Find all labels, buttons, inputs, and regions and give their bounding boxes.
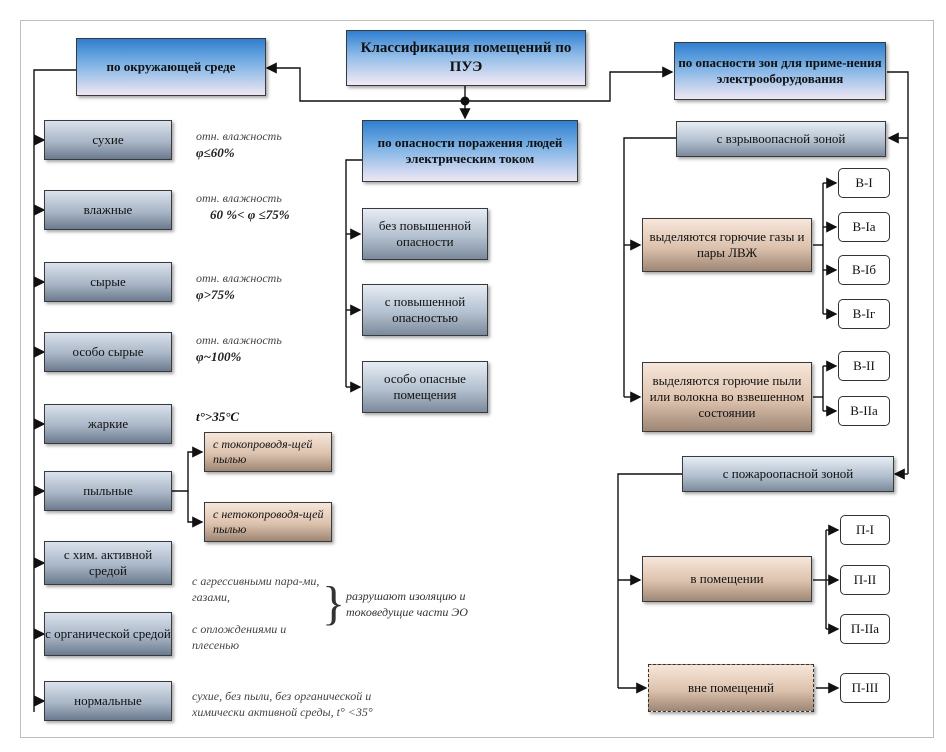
note-very-damp-line1: отн. влажность xyxy=(196,333,282,347)
note-very-damp-value: φ~100% xyxy=(196,349,242,365)
env-item-damp: сырые xyxy=(44,262,172,302)
note-damp-value: φ>75% xyxy=(196,287,235,303)
note-organic: с оплождениями и плесенью xyxy=(192,622,287,653)
note-very-damp: отн. влажность φ~100% xyxy=(196,332,282,366)
diagram-frame xyxy=(20,20,934,738)
explosive-header: с взрывоопасной зоной xyxy=(676,121,886,157)
note-damp: отн. влажность φ>75% xyxy=(196,270,282,304)
brace-symbol: } xyxy=(322,577,346,630)
env-item-very-damp: особо сырые xyxy=(44,332,172,372)
shock-header: по опасности поражения людей электрическ… xyxy=(362,120,578,182)
note-dry: отн. влажность φ≤60% xyxy=(196,128,282,162)
note-dry-value: φ≤60% xyxy=(196,145,235,161)
note-chemical: с агрессивными пара-ми, газами, xyxy=(192,574,320,605)
note-humid: отн. влажность 60 %< φ ≤75% xyxy=(196,190,290,224)
explosive-gas: выделяются горючие газы и пары ЛВЖ xyxy=(642,218,812,272)
code-v-1a: В-Iа xyxy=(838,212,890,242)
code-v-2: В-II xyxy=(838,351,890,381)
dust-nonconductive: с нетокопроводя-щей пылью xyxy=(204,502,332,542)
code-v-1: В-I xyxy=(838,168,890,198)
note-hot-value: t°>35°C xyxy=(196,409,240,424)
fire-indoor: в помещении xyxy=(642,556,812,602)
code-p-1: П-I xyxy=(840,515,890,545)
dust-conductive: с токопроводя-щей пылью xyxy=(204,432,332,472)
code-v-1b: В-Iб xyxy=(838,255,890,285)
code-p-2: П-II xyxy=(840,565,890,595)
env-item-hot: жаркие xyxy=(44,404,172,444)
env-item-chemical: с хим. активной средой xyxy=(44,541,172,585)
env-item-normal: нормальные xyxy=(44,681,172,721)
shock-item-increased: с повышенной опасностью xyxy=(362,284,488,336)
note-damp-line1: отн. влажность xyxy=(196,271,282,285)
note-normal: сухие, без пыли, без органической и хими… xyxy=(192,689,373,720)
code-v-1g: В-Iг xyxy=(838,299,890,329)
fire-outdoor: вне помещений xyxy=(648,664,814,712)
code-v-2a: В-IIа xyxy=(838,396,890,426)
shock-item-normal: без повышенной опасности xyxy=(362,208,488,260)
shock-item-dangerous: особо опасные помещения xyxy=(362,361,488,413)
env-header: по окружающей среде xyxy=(76,38,266,96)
fire-header: с пожароопасной зоной xyxy=(682,456,894,492)
env-item-organic: с органической средой xyxy=(44,612,172,656)
main-title: Классификация помещений по ПУЭ xyxy=(346,30,586,86)
note-hot: t°>35°C xyxy=(196,408,239,426)
env-item-dry: сухие xyxy=(44,120,172,160)
explosive-dust: выделяются горючие пыли или волокна во в… xyxy=(642,362,812,432)
code-p-3: П-III xyxy=(840,673,890,703)
code-p-2a: П-IIа xyxy=(840,614,890,644)
zones-header: по опасности зон для приме-нения электро… xyxy=(674,42,886,100)
note-humid-line1: отн. влажность xyxy=(196,191,282,205)
note-brace: разрушают изоляцию и токоведущие части Э… xyxy=(346,589,468,620)
note-dry-line1: отн. влажность xyxy=(196,129,282,143)
env-item-humid: влажные xyxy=(44,190,172,230)
note-humid-value: 60 %< φ ≤75% xyxy=(210,207,290,223)
env-item-dusty: пыльные xyxy=(44,471,172,511)
